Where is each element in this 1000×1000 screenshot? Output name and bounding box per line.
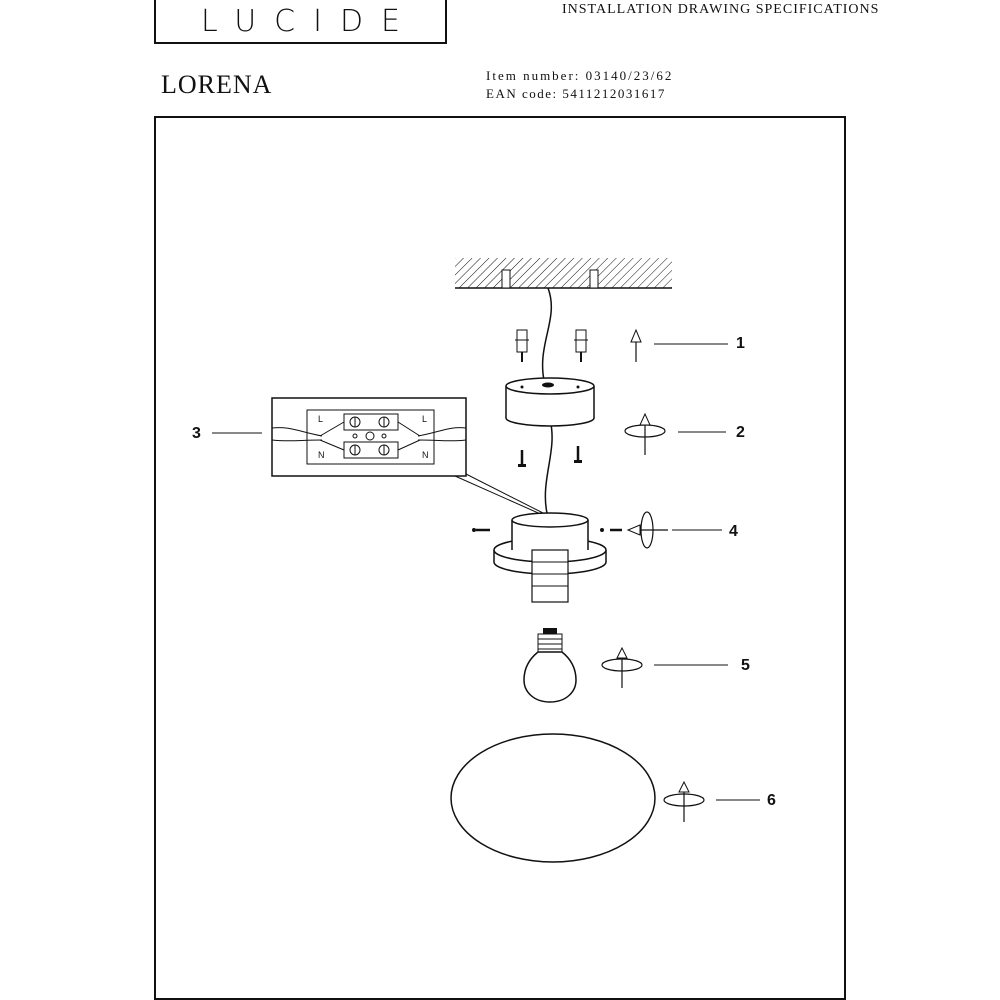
step-number-3: 3	[192, 425, 201, 442]
step-number-6: 6	[767, 792, 776, 809]
screw-icon	[574, 446, 582, 463]
screw-icon	[518, 450, 526, 467]
wall-plug-icon	[515, 329, 529, 362]
live-label-left: L	[318, 414, 323, 424]
ceiling	[455, 258, 672, 289]
glass-shade	[450, 733, 656, 863]
screw-icon	[472, 528, 490, 532]
live-label-right: L	[422, 414, 427, 424]
item-number: Item number: 03140/23/62	[486, 68, 674, 83]
power-cable	[541, 287, 553, 386]
ceiling-canopy	[505, 377, 595, 427]
power-cable-lower	[544, 419, 553, 514]
up-arrow-icon	[630, 328, 642, 362]
light-bulb-icon	[523, 628, 577, 703]
lamp-holder-base	[493, 512, 607, 603]
neutral-label-right: N	[422, 450, 429, 460]
step-number-4: 4	[729, 523, 738, 540]
step-number-5: 5	[741, 657, 750, 674]
rotate-arrow-icon	[601, 646, 643, 688]
drawing-frame	[154, 116, 846, 1000]
step-number-2: 2	[736, 424, 745, 441]
brand-logo: LUCIDE	[154, 0, 447, 44]
rotate-arrow-icon	[626, 511, 668, 549]
screw-icon	[600, 528, 622, 532]
logo-text: LUCIDE	[200, 3, 419, 39]
wall-plug-icon	[574, 329, 588, 362]
product-name: LORENA	[161, 70, 273, 99]
rotate-arrow-icon	[624, 412, 666, 455]
neutral-label-left: N	[318, 450, 325, 460]
ean-code: EAN code: 5411212031617	[486, 86, 666, 101]
rotate-arrow-icon	[663, 780, 705, 822]
document-title: INSTALLATION DRAWING SPECIFICATIONS	[562, 2, 880, 17]
step-number-1: 1	[736, 335, 745, 352]
wiring-detail-box	[271, 397, 467, 477]
